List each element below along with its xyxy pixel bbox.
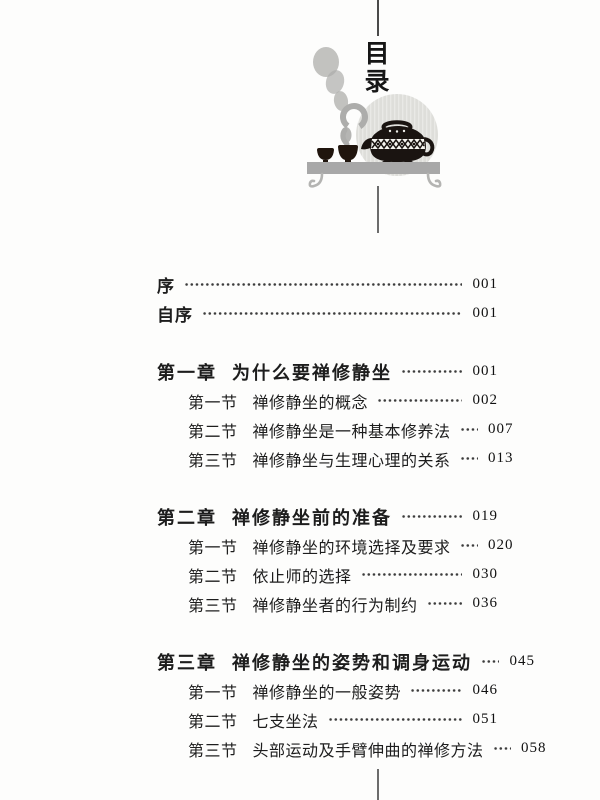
toc-entry-page: 036: [472, 595, 498, 611]
toc-entry-number: 第一章: [157, 362, 217, 383]
toc-entry: 第三节 头部运动及手臂伸曲的禅修方法 058: [157, 734, 546, 763]
toc-entry-page: 001: [472, 276, 498, 292]
toc-entry-title: 禅修静坐的环境选择及要求: [252, 539, 451, 557]
toc-entry: 自序 001: [157, 299, 498, 328]
toc-entry: 第二节 七支坐法 051: [157, 705, 498, 734]
toc-entry: 第二节 依止师的选择 030: [157, 560, 498, 589]
toc-entry-page: 001: [472, 363, 498, 379]
toc-entry-page: 019: [472, 508, 498, 524]
dot-leader: [184, 270, 462, 299]
toc-entry-title: 依止师的选择: [252, 568, 352, 586]
toc-entry-number: 第三节: [188, 597, 238, 615]
toc-entry: 第二章 禅修静坐前的准备 019: [157, 502, 498, 531]
dot-leader: [327, 705, 462, 734]
toc-entry-number: 第二节: [188, 423, 238, 441]
toc-entry-number: 第二节: [188, 713, 238, 731]
dot-leader: [377, 386, 462, 415]
toc-entry-title: 禅修静坐是一种基本修养法: [252, 423, 451, 441]
toc-entry-title: 为什么要禅修静坐: [232, 362, 392, 383]
dot-leader: [360, 560, 462, 589]
toc-entry-page: 045: [509, 653, 535, 669]
toc-entry: 第一章 为什么要禅修静坐 001: [157, 357, 498, 386]
dot-leader: [401, 357, 462, 386]
steam-question-mark: [313, 47, 368, 147]
toc-entry-page: 001: [472, 305, 498, 321]
toc-entry-title: 禅修静坐者的行为制约: [252, 597, 418, 615]
dot-leader: [459, 415, 478, 444]
mid-center-rule: [377, 186, 379, 233]
dot-leader: [459, 531, 478, 560]
dot-leader: [481, 647, 499, 676]
page-title: 目录: [364, 41, 390, 96]
toc-entry-title: 禅修静坐的概念: [252, 394, 369, 412]
dot-leader: [459, 444, 478, 473]
toc-entry-number: 第二节: [188, 568, 238, 586]
toc-entry-number: 第三章: [157, 652, 217, 673]
toc-entry-title: 禅修静坐与生理心理的关系: [252, 452, 451, 470]
toc-entry-title: 七支坐法: [252, 713, 319, 731]
toc-entry-number: 第三节: [188, 452, 238, 470]
tea-bowls: [317, 145, 358, 163]
toc-entry: 第三节 禅修静坐与生理心理的关系 013: [157, 444, 513, 473]
toc-entry-title: 禅修静坐前的准备: [232, 507, 392, 528]
toc-entry-page: 007: [488, 421, 514, 437]
toc-entry-page: 051: [472, 711, 498, 727]
toc-entry-title: 头部运动及手臂伸曲的禅修方法: [252, 742, 484, 760]
toc-entry: 第三节 禅修静坐者的行为制约 036: [157, 589, 498, 618]
teapot-tea-illustration: [307, 47, 442, 188]
toc-entry-title: 自序: [157, 306, 193, 325]
toc-entry-number: 第一节: [188, 684, 238, 702]
toc-entry: 第二节 禅修静坐是一种基本修养法 007: [157, 415, 513, 444]
toc-entry-page: 002: [472, 392, 498, 408]
header-illustration: [280, 38, 480, 200]
dot-leader: [426, 589, 462, 618]
toc-entry-number: 第一节: [188, 394, 238, 412]
dot-leader: [401, 502, 462, 531]
toc-entry: 第三章 禅修静坐的姿势和调身运动 045: [157, 647, 534, 676]
toc-entry-page: 046: [472, 682, 498, 698]
toc-entry-number: 第三节: [188, 742, 238, 760]
toc-entry-page: 020: [488, 537, 514, 553]
dot-leader: [202, 299, 462, 328]
toc-entry-page: 013: [488, 450, 514, 466]
dot-leader: [410, 676, 462, 705]
toc-entry-title: 禅修静坐的姿势和调身运动: [232, 652, 472, 673]
top-center-rule: [377, 0, 379, 36]
teapot: [361, 120, 435, 165]
bottom-center-rule: [377, 769, 379, 800]
toc-entry: 序 001: [157, 270, 498, 299]
toc-entry-number: 第一节: [188, 539, 238, 557]
toc-entry: 第一节 禅修静坐的一般姿势 046: [157, 676, 498, 705]
toc-entry-page: 030: [472, 566, 498, 582]
tray-table: [307, 162, 442, 188]
toc-entry-page: 058: [521, 740, 547, 756]
toc-entry: 第一节 禅修静坐的概念 002: [157, 386, 498, 415]
toc-entry: 第一节 禅修静坐的环境选择及要求 020: [157, 531, 513, 560]
dot-leader: [492, 734, 511, 763]
toc-entry-title: 序: [157, 277, 175, 296]
toc-entry-number: 第二章: [157, 507, 217, 528]
toc-list: 序 001 自序 001 第一章 为什么要禅修静坐 001 第一节 禅修静坐的概…: [157, 270, 546, 763]
toc-entry-title: 禅修静坐的一般姿势: [252, 684, 402, 702]
